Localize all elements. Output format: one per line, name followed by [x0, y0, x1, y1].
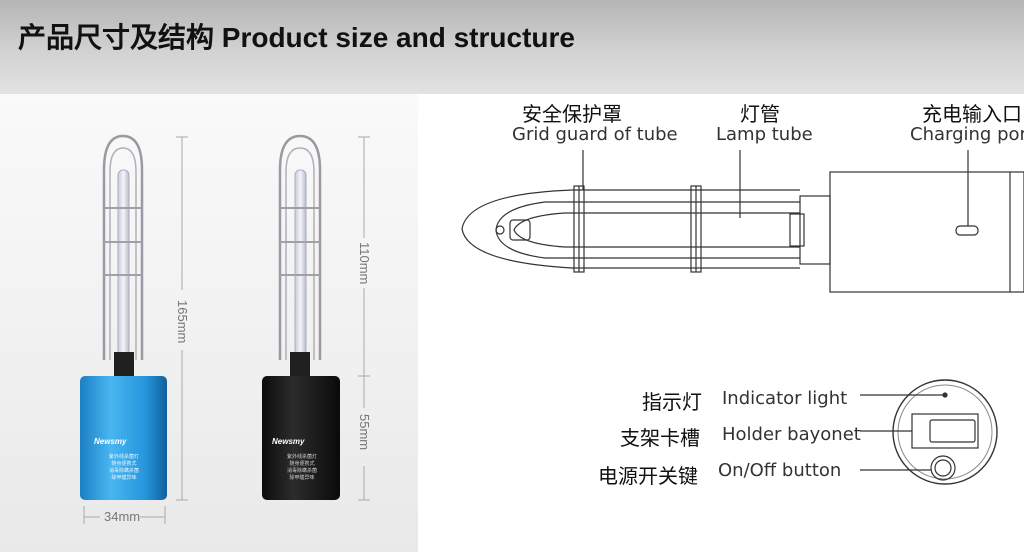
product-photo-panel: 165mm 110mm 55mm 34mm Newsmy 紫外线杀菌灯 随身便携…	[0, 94, 418, 552]
grid-guard-outline	[461, 189, 800, 269]
dimension-lines	[83, 136, 370, 524]
black-lamp-body-text: 紫外线杀菌灯 随身便携式 消毒除螨杀菌 除甲醛异味	[286, 454, 317, 481]
charging-port-label-zh: 充电输入口	[922, 102, 1022, 126]
holder-label-en: Holder bayonet	[722, 424, 861, 445]
charging-port-label-en: Charging port	[910, 124, 1024, 145]
page-title: 产品尺寸及结构 Product size and structure	[18, 22, 575, 53]
blue-lamp-brand-logo: Newsmy	[94, 437, 127, 446]
header-bar: 产品尺寸及结构 Product size and structure	[0, 0, 1024, 94]
grid-guard-label-en: Grid guard of tube	[512, 124, 678, 145]
grid-guard-label-zh: 安全保护罩	[522, 102, 622, 126]
power-label-en: On/Off button	[718, 460, 842, 481]
lamp-photos-illustration	[80, 134, 370, 524]
holder-label-zh: 支架卡槽	[620, 426, 700, 450]
power-label-zh: 电源开关键	[598, 464, 698, 488]
black-lamp	[262, 134, 340, 500]
blue-lamp	[80, 134, 167, 500]
black-lamp-brand-logo: Newsmy	[272, 437, 305, 446]
dim-body-height: 55mm	[357, 414, 372, 451]
lamp-tube-label-zh: 灯管	[740, 102, 780, 126]
dim-total-height: 165mm	[175, 300, 190, 344]
dim-tube-height: 110mm	[357, 242, 372, 285]
indicator-label-zh: 指示灯	[642, 390, 702, 414]
indicator-label-en: Indicator light	[722, 388, 848, 409]
dim-width: 34mm	[104, 509, 141, 524]
structure-diagram	[461, 150, 1024, 485]
blue-lamp-body-text: 紫外线杀菌灯 随身便携式 消毒除螨杀菌 除甲醛异味	[108, 454, 139, 481]
lamp-tube-label-en: Lamp tube	[716, 124, 813, 145]
